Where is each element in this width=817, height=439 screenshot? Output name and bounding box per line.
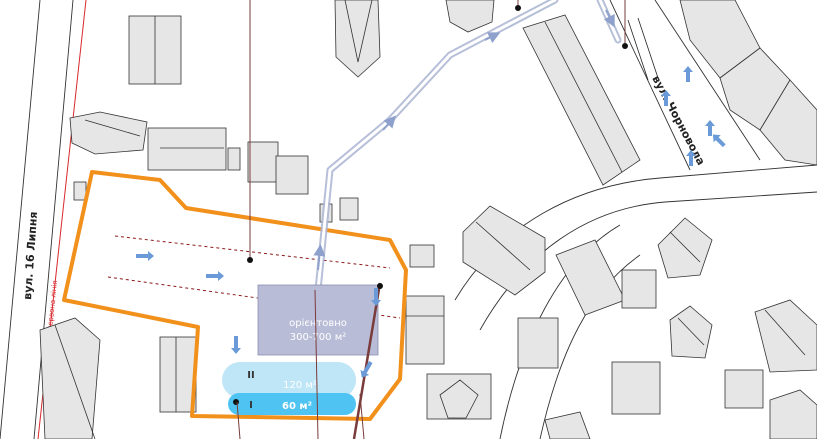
red-line-label: червона лінія bbox=[46, 280, 59, 330]
house bbox=[621, 269, 657, 309]
pond-lower bbox=[228, 393, 356, 415]
pond-upper-area: 120 м² bbox=[283, 380, 317, 391]
leader-points bbox=[247, 5, 628, 289]
house bbox=[426, 373, 492, 420]
site-boundary bbox=[62, 170, 408, 421]
water-flow-icon bbox=[360, 361, 373, 378]
pond-upper bbox=[222, 362, 356, 398]
main-street-edges bbox=[0, 0, 74, 439]
house bbox=[227, 147, 241, 171]
leader-lines bbox=[236, 0, 626, 439]
building-label-line1: орієнтовно bbox=[289, 317, 347, 329]
street-label-16-lypnia: вул. 16 Липня bbox=[21, 211, 40, 300]
proposed-building: орієнтовно 300-700 м² bbox=[257, 284, 379, 356]
hatched-strip bbox=[627, 17, 659, 81]
house bbox=[769, 389, 817, 439]
house bbox=[247, 141, 279, 183]
water-flow-icon bbox=[371, 288, 381, 306]
house bbox=[69, 111, 148, 155]
water-flow-icon bbox=[136, 251, 154, 261]
arrow-icon bbox=[661, 90, 671, 106]
water-flow-icon bbox=[231, 336, 241, 354]
house bbox=[517, 317, 559, 369]
house bbox=[159, 336, 197, 413]
arrow-icon bbox=[686, 150, 696, 166]
chornovola-street-edges bbox=[609, 0, 761, 171]
water-flow-icons bbox=[136, 66, 726, 378]
arrow-icon bbox=[705, 120, 715, 136]
house bbox=[759, 79, 817, 166]
house bbox=[754, 299, 817, 373]
house bbox=[409, 244, 435, 268]
house bbox=[544, 411, 591, 439]
retention-ponds: II 120 м² I 60 м² bbox=[222, 362, 356, 415]
house bbox=[39, 317, 101, 439]
pond-lower-area: 60 м² bbox=[282, 401, 312, 412]
drain-route-arrows bbox=[313, 9, 615, 271]
house bbox=[522, 14, 641, 186]
house bbox=[334, 0, 381, 78]
water-flow-icon bbox=[206, 271, 224, 281]
dashed-lines bbox=[107, 235, 401, 319]
pond-upper-label: II bbox=[247, 370, 254, 381]
pond-lower-label: I bbox=[249, 400, 253, 411]
house bbox=[339, 197, 359, 221]
house bbox=[275, 155, 309, 195]
building-label-line2: 300-700 м² bbox=[290, 332, 347, 343]
house bbox=[657, 217, 713, 279]
street-label-chornovola: вул. Чорновола bbox=[649, 73, 707, 167]
house bbox=[555, 239, 626, 316]
house bbox=[147, 127, 227, 171]
arrow-icon bbox=[712, 134, 726, 148]
curved-road bbox=[454, 164, 817, 439]
drain-line bbox=[352, 282, 382, 439]
house bbox=[611, 361, 661, 415]
house bbox=[445, 0, 495, 33]
house bbox=[405, 295, 445, 365]
houses bbox=[39, 0, 817, 439]
arrow-icon bbox=[683, 66, 693, 82]
house bbox=[724, 369, 764, 409]
house bbox=[73, 181, 87, 201]
